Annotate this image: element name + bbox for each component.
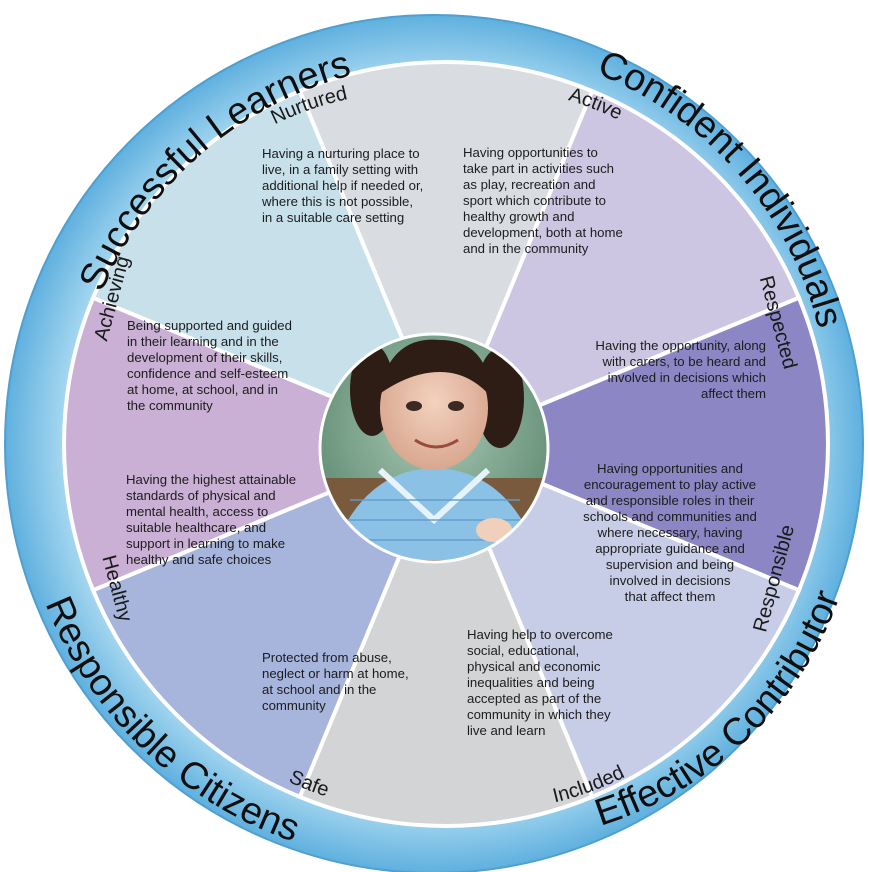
child-photo (320, 334, 548, 562)
segment-text-safe: Protected from abuse, neglect or harm at… (262, 650, 409, 713)
segment-text-active: Having opportunities to take part in act… (463, 145, 623, 256)
photo-border (318, 332, 550, 564)
segment-respected (440, 295, 830, 593)
segment-responsible (442, 440, 802, 800)
segment-text-achieving: Being supported and guided in their lear… (127, 318, 292, 413)
segment-healthy (62, 295, 452, 593)
segment-text-included: Having help to overcome social, educatio… (467, 627, 613, 738)
segment-text-respected: Having the opportunity, along with carer… (595, 338, 766, 401)
segment-included (297, 438, 595, 828)
segment-text-nurtured: Having a nurturing place to live, in a f… (262, 146, 424, 225)
segment-text-healthy: Having the highest attainable standards … (126, 472, 297, 567)
segment-nurtured (297, 60, 595, 450)
segment-achieving (90, 88, 450, 448)
segment-text-responsible: Having opportunities and encouragement t… (583, 461, 757, 604)
segment-active (442, 88, 802, 448)
